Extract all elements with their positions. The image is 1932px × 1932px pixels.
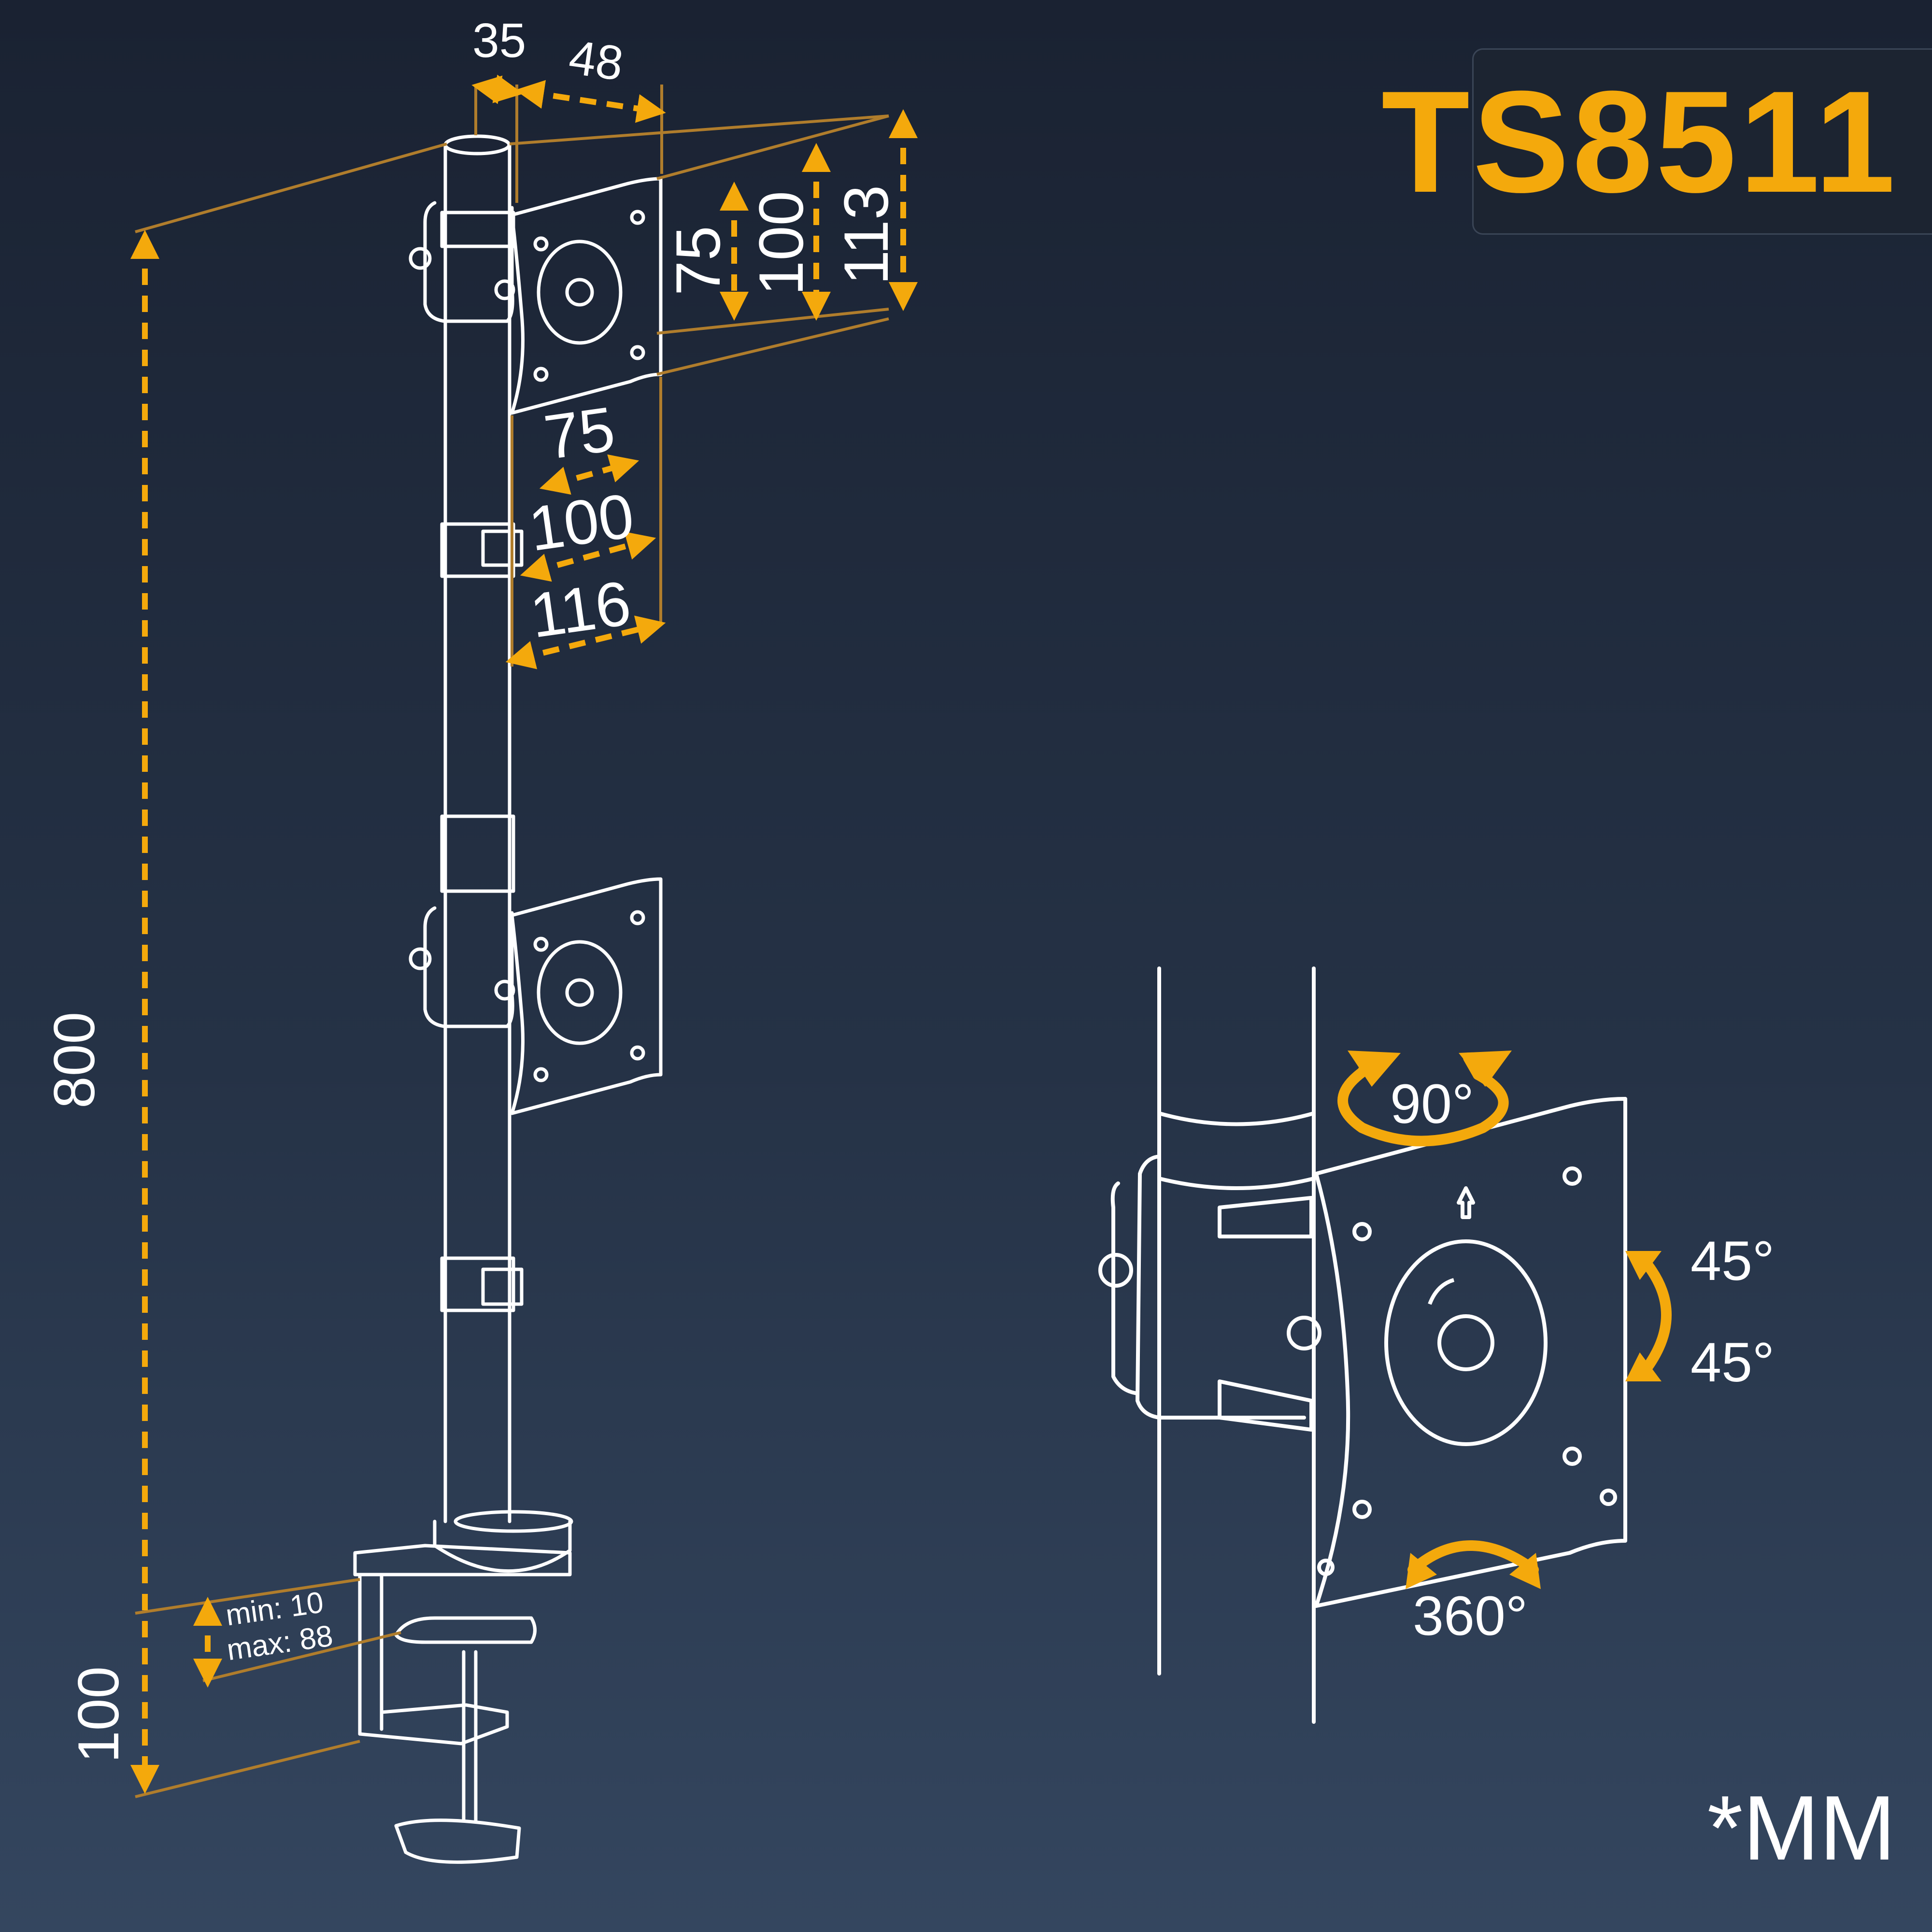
dim-pole-height: 800	[42, 1012, 107, 1108]
vesa-plate-closeup	[1314, 1097, 1627, 1608]
mount-pole-drawing	[353, 134, 573, 1864]
dim-top-offset: 35	[472, 14, 526, 68]
dim-plate-mid-width: 100	[525, 480, 638, 565]
dim-base-height: 100	[66, 1666, 131, 1763]
vesa-plate-bottom	[510, 877, 663, 1115]
vesa-plate-top	[510, 177, 663, 415]
dimension-lines	[135, 85, 889, 1798]
tilt-down-angle: 45°	[1690, 1332, 1775, 1393]
dim-plate-small-width: 75	[540, 393, 619, 473]
dim-top-depth: 48	[566, 30, 626, 91]
rotation-arrowheads	[1348, 1051, 1662, 1589]
swivel-arrow	[1337, 1067, 1509, 1147]
model-number: TS8511	[1381, 60, 1898, 223]
dim-plate-small-height: 75	[663, 226, 733, 296]
model-badge: TS8511	[1381, 48, 1932, 235]
rotate-arrow	[1407, 1540, 1539, 1575]
rotate-angle: 360°	[1413, 1585, 1528, 1647]
dim-plate-mid-height: 100	[746, 191, 816, 296]
tilt-up-angle: 45°	[1690, 1230, 1775, 1292]
units-note: *MM	[1707, 1777, 1896, 1879]
tilt-arrow	[1637, 1253, 1672, 1379]
dim-plate-total-width: 116	[526, 567, 635, 651]
dimension-arrows	[130, 74, 918, 1794]
swivel-angle: 90°	[1390, 1073, 1474, 1135]
dim-plate-total-height: 113	[831, 185, 901, 285]
detail-closeup-drawing	[1098, 966, 1321, 1724]
